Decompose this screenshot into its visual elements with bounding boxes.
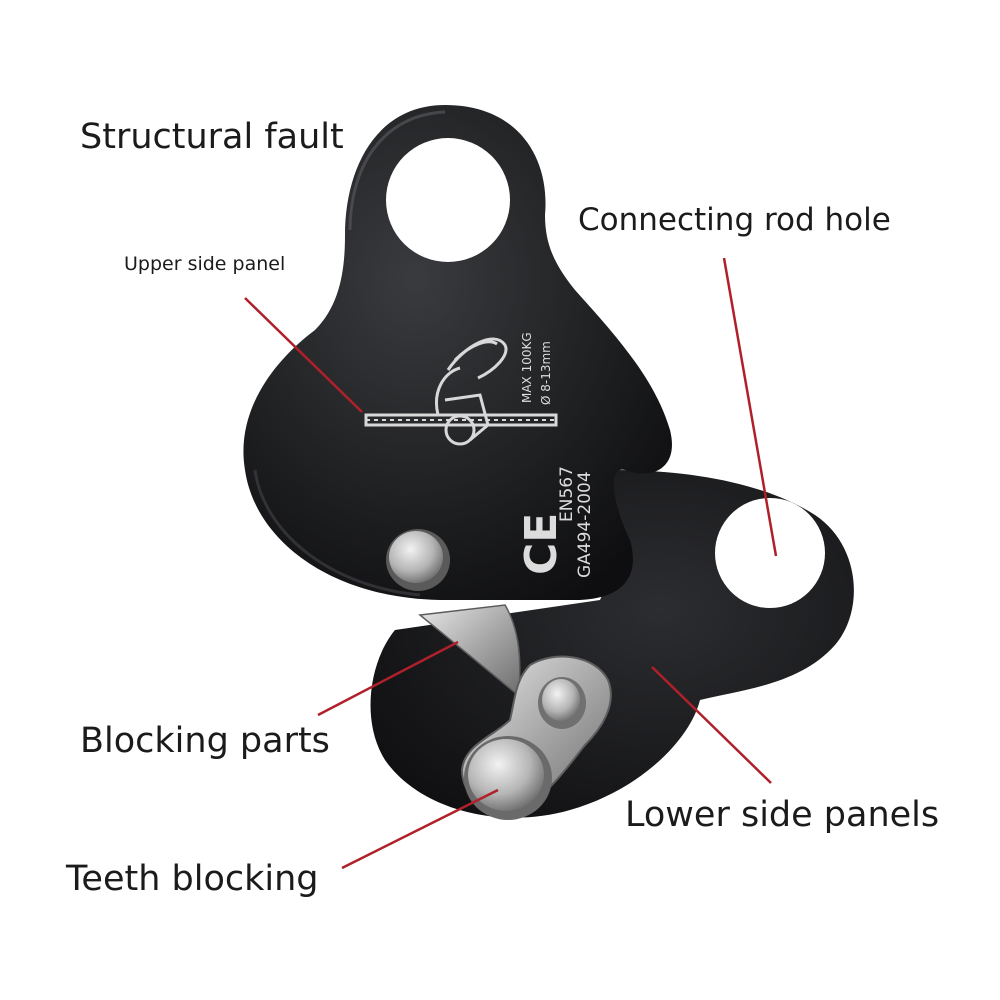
label-teeth-blocking: Teeth blocking bbox=[66, 859, 319, 899]
ce-mark: CE bbox=[516, 513, 567, 575]
leader-blocking-parts bbox=[317, 640, 459, 717]
teeth-rivet bbox=[464, 736, 552, 820]
upper-rivet bbox=[386, 529, 450, 591]
upper-side-panel bbox=[243, 105, 672, 600]
lower-side-panel bbox=[370, 470, 854, 818]
rope-range-engraving: Ø 8-13mm bbox=[539, 341, 553, 405]
label-connecting-rod-hole: Connecting rod hole bbox=[578, 202, 891, 238]
leader-connecting-rod-hole bbox=[722, 257, 778, 557]
rope-grab-pictogram bbox=[364, 337, 558, 446]
leader-lower-side-panels bbox=[651, 666, 772, 784]
max-load-engraving: MAX 100KG bbox=[520, 332, 534, 403]
leader-lines bbox=[244, 257, 778, 870]
label-lower-side-panels: Lower side panels bbox=[625, 795, 940, 835]
leader-upper-side-panel bbox=[244, 297, 363, 413]
label-upper-side-panel: Upper side panel bbox=[124, 253, 286, 275]
leader-teeth-blocking bbox=[341, 788, 499, 870]
label-structural-fault: Structural fault bbox=[80, 117, 344, 157]
cam-rivet bbox=[538, 677, 586, 729]
standard-en-engraving: EN567 bbox=[557, 466, 577, 522]
standard-ga-engraving: GA494-2004 bbox=[575, 471, 595, 578]
label-blocking-parts: Blocking parts bbox=[80, 721, 330, 761]
